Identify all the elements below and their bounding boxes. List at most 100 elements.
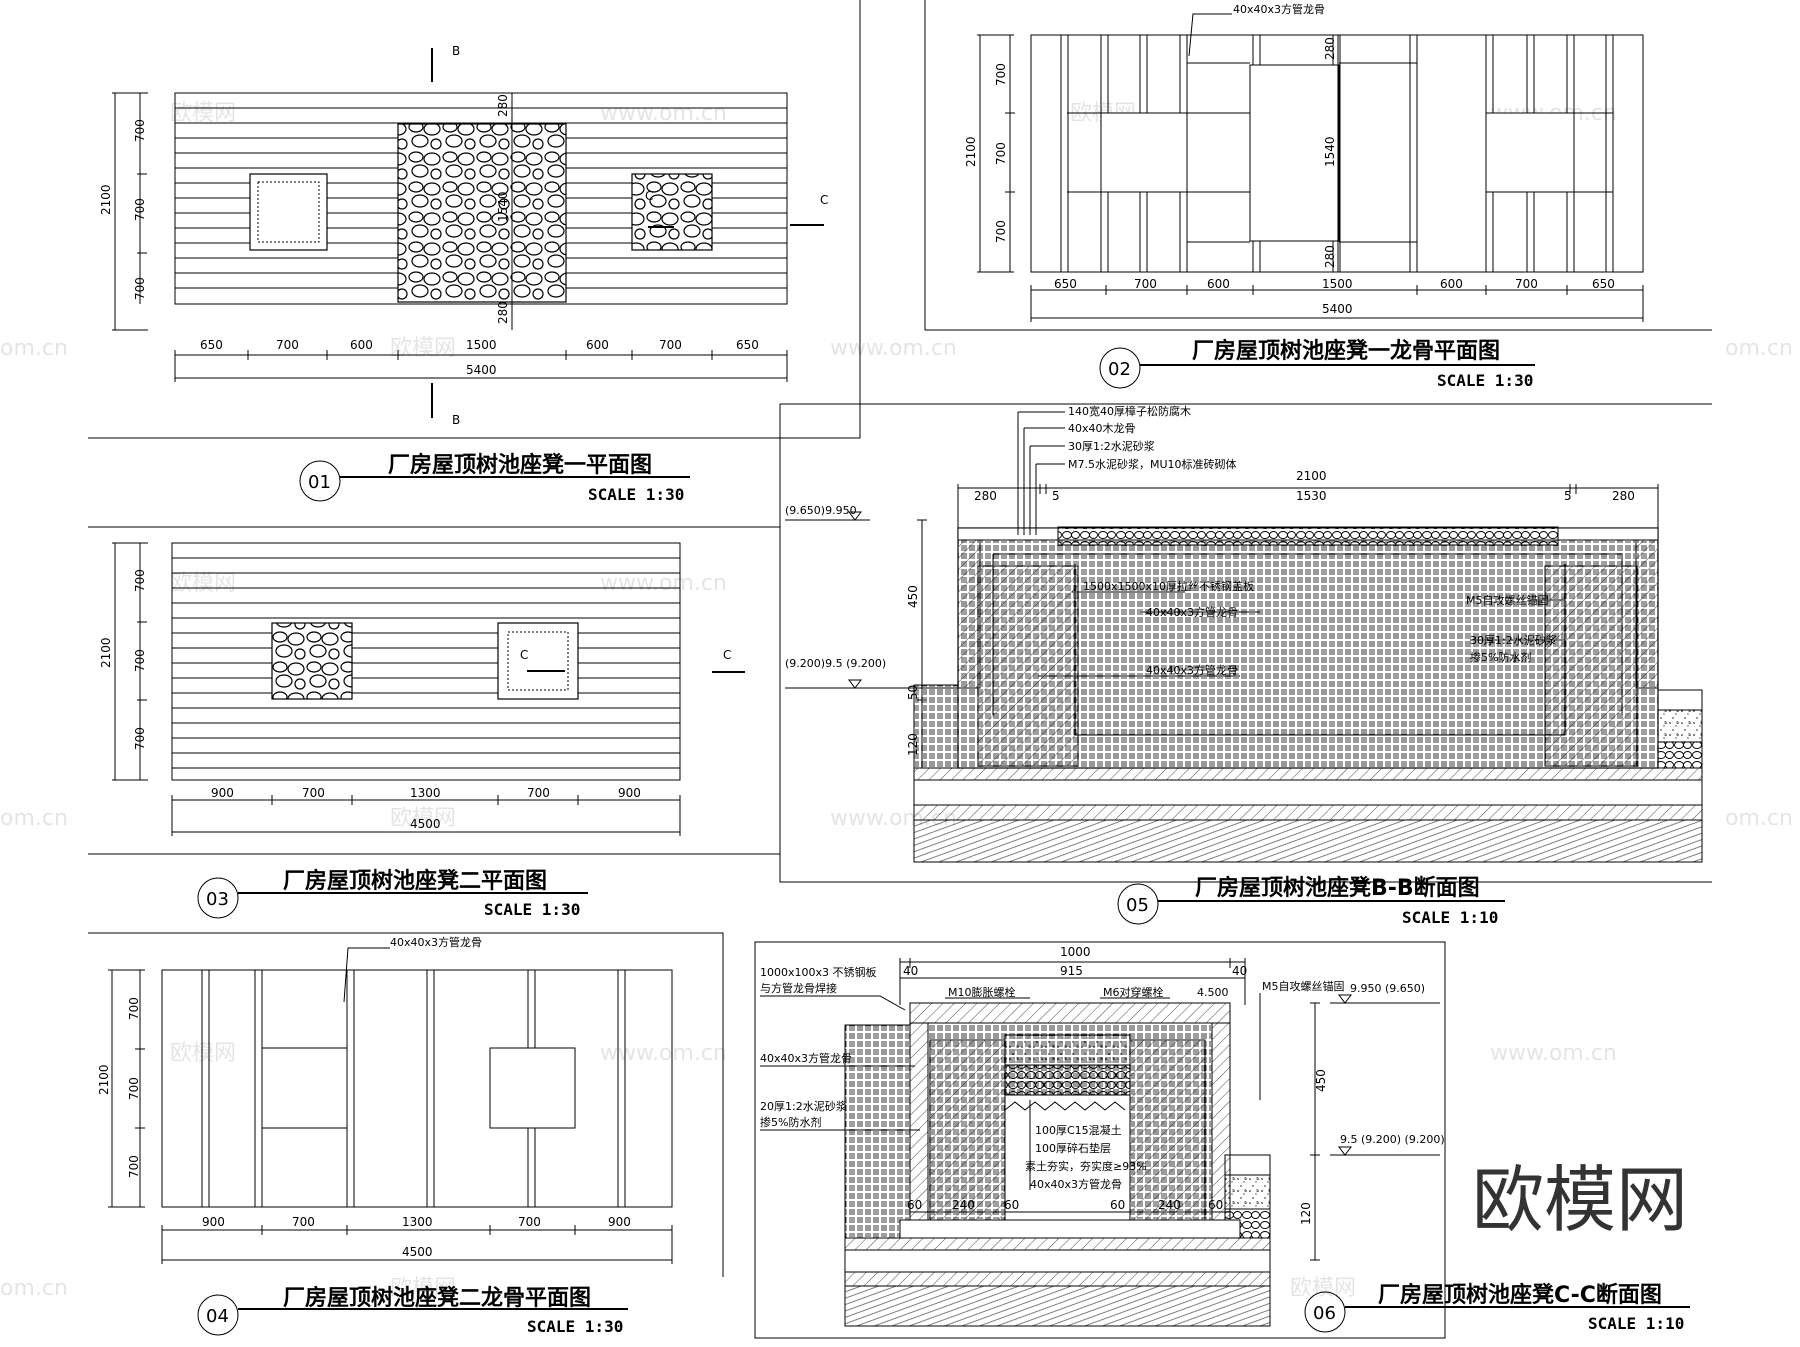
- frame-border: [754, 941, 1446, 1339]
- level-top: (9.650)9.950: [785, 504, 857, 517]
- dim-x: 650: [200, 338, 223, 352]
- dim-y: 700: [133, 119, 147, 142]
- note: 30厚1:2水泥砂浆: [1068, 439, 1155, 453]
- dim-x: 1500: [1322, 277, 1353, 291]
- section-c-label: C: [820, 193, 828, 207]
- drawing-number-circle: [197, 877, 239, 919]
- dim-bottom: 60: [1004, 1198, 1019, 1212]
- dim-x: 700: [1134, 277, 1157, 291]
- dim-top: 915: [1060, 964, 1083, 978]
- frame-border: [88, 526, 780, 855]
- wall-right: [1129, 1039, 1206, 1221]
- drawing-title: 厂房屋顶树池座凳一平面图: [388, 452, 652, 478]
- note: 100厚碎石垫层: [1035, 1141, 1111, 1155]
- soil-fill: [1004, 1094, 1131, 1221]
- drawing-scale: SCALE 1:10: [1588, 1314, 1684, 1333]
- drawing-01-plan: C 2100 700 700 700 280 1540 280 650 700 …: [88, 0, 861, 504]
- roof-structure: [913, 819, 1703, 863]
- dim-x: 700: [518, 1215, 541, 1229]
- dim-total-y: 2100: [964, 136, 978, 167]
- dim-total-x: 4500: [402, 1245, 433, 1259]
- note: 素土夯实，夯实度≥93%: [1025, 1159, 1147, 1173]
- dim-v: 120: [1299, 1202, 1313, 1225]
- dim-total: 2100: [1296, 469, 1327, 483]
- dim-x: 700: [292, 1215, 315, 1229]
- section-c-label: C: [723, 648, 731, 662]
- section-b-label: B: [452, 413, 460, 427]
- dim-bottom: 240: [1158, 1198, 1181, 1212]
- watermark-text: 欧模网: [170, 571, 236, 596]
- drawing-06-section-cc: 1000 40 915 40 M10膨胀螺栓 M6对穿螺栓 4.500 M5自攻…: [754, 941, 1690, 1339]
- frame-border: [779, 403, 1712, 883]
- note: 掺5%防水剂: [760, 1115, 821, 1129]
- drawing-scale: SCALE 1:10: [1402, 908, 1498, 927]
- tree-grate: [257, 181, 320, 243]
- dim-total: 1000: [1060, 945, 1091, 959]
- dim-x: 700: [1515, 277, 1538, 291]
- dim-total-x: 4500: [410, 817, 441, 831]
- tree-pit-left: [249, 173, 328, 251]
- dim-top: 280: [1612, 489, 1635, 503]
- dim-280: 280: [1323, 37, 1337, 60]
- wall-left-finish: [957, 527, 981, 689]
- frame-opening-right: [1485, 112, 1575, 193]
- dim-x: 600: [1440, 277, 1463, 291]
- dim-x: 1300: [402, 1215, 433, 1229]
- dim-1540: 1540: [1323, 136, 1337, 167]
- drawing-scale: SCALE 1:30: [1437, 371, 1533, 390]
- dim-y: 700: [994, 63, 1008, 86]
- watermark-url: om.cn: [1725, 336, 1793, 361]
- note: 100厚C15混凝土: [1035, 1123, 1122, 1137]
- drawing-number: 03: [206, 889, 229, 910]
- frame-opening-center: [1249, 64, 1340, 242]
- dim-top: 40: [1232, 964, 1247, 978]
- watermark-url: om.cn: [1725, 806, 1793, 831]
- dim-x: 600: [350, 338, 373, 352]
- dim-total-y: 2100: [99, 184, 113, 215]
- watermark-url: www.om.cn: [1490, 1041, 1617, 1066]
- dim-top: 5: [1564, 489, 1572, 503]
- drawing-05-section-bb: (9.650)9.950 (9.200)9.5 (9.200) 450 50 1…: [779, 403, 1712, 927]
- note: 40x40木龙骨: [1068, 422, 1136, 435]
- dim-x: 650: [1592, 277, 1615, 291]
- dim-total-y: 2100: [99, 637, 113, 668]
- dim-x: 700: [659, 338, 682, 352]
- dim-x: 900: [202, 1215, 225, 1229]
- drawing-number-circle: [197, 1294, 239, 1336]
- section-b-label: B: [452, 44, 460, 58]
- drawing-number-circle: [299, 460, 341, 502]
- note: M5自攻螺丝锚固: [1466, 593, 1549, 607]
- brand-logo: 欧模网: [1472, 1158, 1688, 1242]
- watermark-url: om.cn: [0, 336, 68, 361]
- dim-total-x: 5400: [466, 363, 497, 377]
- layer-top: [913, 767, 1703, 781]
- note: 1500x1500x10厚拉丝不锈钢盖板: [1083, 579, 1254, 593]
- section-mark: C: [645, 189, 653, 203]
- pebble-top: [1057, 526, 1559, 546]
- gravel-layer: [1004, 1064, 1131, 1096]
- level-top: 9.950 (9.650): [1350, 982, 1425, 995]
- wall-left: [929, 1039, 1006, 1221]
- cap-plate: [909, 1002, 1231, 1024]
- dim-x: 600: [1207, 277, 1230, 291]
- tree-pit-right: [631, 173, 713, 251]
- drawing-number-circle: [1099, 347, 1141, 389]
- drawing-02-frame-plan: 40x40x3方管龙骨 2100 700 700 700 280 1540 28…: [924, 0, 1712, 390]
- dim-v: 450: [1314, 1069, 1328, 1092]
- watermark-text: 欧模网: [1290, 1276, 1356, 1301]
- level-bottom: (9.200)9.5 (9.200): [785, 657, 886, 670]
- dim-y: 700: [127, 1155, 141, 1178]
- dim-x: 700: [302, 786, 325, 800]
- drawing-number: 02: [1108, 359, 1131, 380]
- concrete-layer: [1004, 1034, 1131, 1066]
- dim-y: 700: [994, 220, 1008, 243]
- drawing-title: 厂房屋顶树池座凳二龙骨平面图: [283, 1285, 591, 1311]
- dim-y: 700: [127, 997, 141, 1020]
- frame-note: 40x40x3方管龙骨: [1233, 2, 1325, 16]
- drawing-title: 厂房屋顶树池座凳二平面图: [283, 868, 547, 894]
- dim-280: 280: [496, 301, 510, 324]
- note: 20厚1:2水泥砂浆: [760, 1099, 847, 1113]
- level-mid: 4.500: [1197, 986, 1229, 999]
- tree-pit-grate: [497, 622, 579, 700]
- note: 40x40x3方管龙骨: [760, 1051, 852, 1065]
